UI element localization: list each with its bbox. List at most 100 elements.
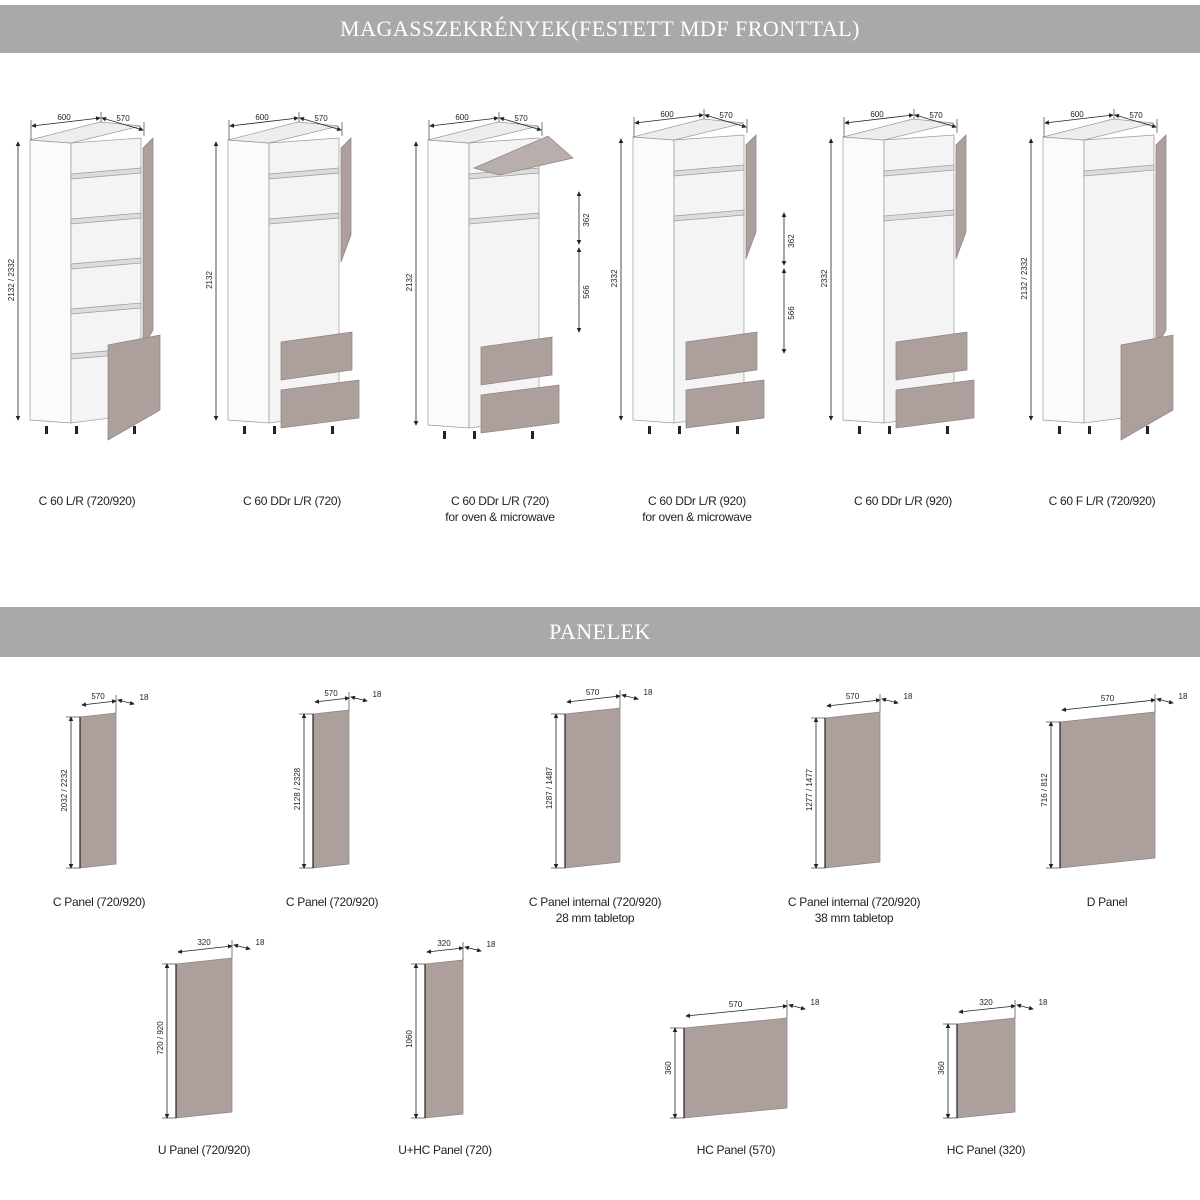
dim-arrow [881,697,887,703]
dim-arrow [1151,123,1157,129]
panel-caption: U+HC Panel (720) [398,1143,492,1157]
cabinet-leg [888,426,891,434]
cabinet-leg [531,431,534,439]
dim-arrow [129,700,135,706]
dim-arrow [1010,1004,1016,1009]
cabinet-side [842,136,885,424]
panel-face [956,1017,1016,1119]
dim-arrow [914,113,920,119]
shelf [673,164,745,177]
dim-arrow [299,116,305,122]
dim-arrow [813,717,819,722]
gap-bottom-label: 566 [787,306,796,320]
upper-door [340,137,352,263]
dim-arrow [81,702,87,707]
panel-face [424,959,464,1119]
dim-arrow [781,261,787,266]
depth-label: 570 [719,111,733,120]
panel-face [824,711,881,869]
dim-arrow [698,113,704,118]
cabinet-leg [243,426,246,434]
dim-line [31,117,101,127]
width-label: 570 [729,1000,743,1009]
dim-arrow [618,416,624,421]
dim-arrow [301,713,307,718]
cabinet-leg [1088,426,1091,434]
shelf [883,209,955,222]
dim-arrow [576,191,582,196]
width-label: 570 [1101,694,1115,703]
upper-door [142,137,154,350]
cabinet-interior [268,137,340,424]
panel-face [312,709,350,869]
dim-arrow [15,416,21,421]
shelf [268,212,340,225]
height-label: 1060 [405,1030,414,1048]
panel-face [683,1017,788,1119]
cabinet-leg [1146,426,1149,434]
dim-arrow [536,126,542,132]
dim-arrow [413,421,419,426]
upper-door [1155,134,1167,350]
depth-label: 570 [1129,111,1143,120]
height-label: 2032 / 2232 [60,769,69,812]
width-label: 600 [870,110,884,119]
dim-arrow [782,1004,788,1009]
dim-arrow [413,141,419,146]
height-label: 360 [664,1061,673,1075]
dim-arrow [958,1009,964,1014]
panel-face [564,707,621,869]
lift-up-flap [472,135,574,176]
cabinet-leg [473,431,476,439]
dim-arrow [138,126,144,132]
dim-arrow [1028,416,1034,421]
dim-arrow [164,963,170,968]
height-label: 2132 [405,273,414,291]
width-label: 600 [1070,110,1084,119]
cabinet-caption: C 60 DDr L/R (920) [854,494,952,508]
dim-arrow [344,696,350,701]
dim-arrow [1048,864,1054,869]
dim-arrow [1168,699,1174,705]
dim-arrow [875,698,881,703]
shelf [1083,164,1155,177]
height-label: 2132 / 2332 [7,258,16,301]
panels-header: PANELEK [0,607,1200,657]
panel-subcaption: 38 mm tabletop [814,911,894,925]
depth-label: 570 [929,111,943,120]
width-label: 320 [197,938,211,947]
cabinet-top [29,121,142,144]
dim-arrow [704,113,710,119]
dim-arrow [68,716,74,721]
width-label: 570 [91,692,105,701]
dim-arrow [553,864,559,869]
height-label: 720 / 920 [156,1021,165,1055]
cabinet-interior [468,137,540,429]
panels-title: PANELEK [549,619,651,644]
dim-arrow [350,695,356,701]
cabinet-leg [75,426,78,434]
dim-arrow [101,116,107,122]
panel-caption: C Panel internal (720/920) [528,895,662,909]
width-label: 320 [437,939,451,948]
panel-caption: HC Panel (570) [696,1143,776,1157]
dim-arrow [15,141,21,146]
dim-arrow [1044,120,1050,125]
shelf [70,212,142,225]
drawer-front [480,384,560,434]
dim-arrow [476,947,482,953]
panel-caption: C Panel internal (720/920) [787,895,921,909]
dim-arrow [164,1114,170,1119]
dim-line [101,117,144,131]
cabinet-caption: C 60 DDr L/R (720) [243,494,341,508]
dim-line [314,697,350,703]
dim-arrow [893,699,899,705]
height-label: 2132 / 2332 [1020,257,1029,300]
